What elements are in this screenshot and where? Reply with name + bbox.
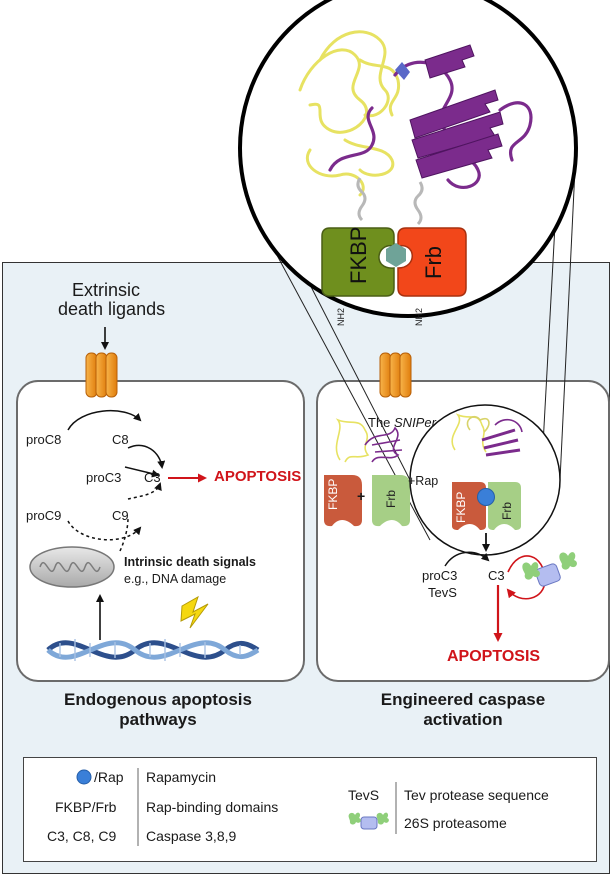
endogenous-caption: Endogenous apoptosis pathways (22, 690, 294, 730)
legend-fkbp-key: FKBP/Frb (55, 799, 117, 815)
proc8-label: proC8 (26, 432, 62, 447)
sniper-label: The SNIPer (368, 415, 436, 430)
c9-to-c3-arrow (127, 482, 162, 500)
intrinsic-signals-title: Intrinsic death signals (124, 555, 256, 569)
rapamycin-bound-icon (477, 488, 495, 506)
dna-helix-icon (46, 639, 260, 661)
endogenous-caption-line2: pathways (119, 710, 197, 729)
legend-caspase-key: C3, C8, C9 (47, 828, 117, 844)
engineered-caption-line2: activation (423, 710, 503, 729)
frb-domain-large (397, 227, 467, 297)
engineered-caption: Engineered caspase activation (318, 690, 608, 730)
mitochondrion-icon (29, 546, 115, 588)
extrinsic-label-line2: death ligands (58, 299, 166, 319)
endogenous-caption-line1: Endogenous apoptosis (64, 690, 252, 709)
legend-caspase-value: Caspase 3,8,9 (146, 828, 237, 844)
apoptosis-label-right: APOPTOSIS (447, 648, 541, 665)
rap-label: +Rap (408, 474, 439, 488)
c8-label: C8 (112, 432, 129, 447)
frb-domain-bound (488, 482, 521, 530)
linker-right (413, 181, 424, 226)
fkbp-domain-bound (452, 482, 486, 530)
apoptosis-label-left: APOPTOSIS (214, 468, 302, 485)
legend-proteasome-value: 26S proteasome (404, 815, 507, 831)
mito-to-c9-dashed (119, 517, 129, 552)
c9-label: C9 (112, 508, 129, 523)
proc3-label: proC3 (86, 470, 122, 485)
legend (23, 757, 597, 862)
proc3-label-right: proC3 (422, 568, 458, 583)
frb-label-bound: Frb (500, 502, 514, 520)
lightning-icon (180, 595, 209, 629)
protein-ribbon-structure (298, 30, 533, 197)
tevs-label: TevS (428, 585, 457, 600)
fkbp-label-large: FKBP (346, 226, 371, 284)
linker-left (356, 177, 367, 222)
bound-ribbon-icon (451, 413, 523, 457)
legend-tevs-key: TevS (348, 787, 380, 803)
c3-label: C3 (144, 470, 161, 485)
receptor-right (379, 352, 412, 398)
intrinsic-signals-subtitle: e.g., DNA damage (124, 572, 227, 586)
legend-rap-key: /Rap (94, 769, 124, 785)
fkbp-domain-large (321, 227, 395, 297)
proc9-to-c9-arrow (67, 520, 142, 541)
proteasome-icon (522, 552, 577, 587)
receptor-left (85, 352, 118, 398)
extrinsic-label-line1: Extrinsic (71, 280, 140, 300)
sniper-ribbon-icon (335, 418, 403, 463)
legend-rap-value: Rapamycin (146, 769, 217, 785)
c3-label-right: C3 (488, 568, 505, 583)
fkbp-label-bound: FKBP (454, 491, 468, 523)
frb-domain-unbound (372, 475, 410, 527)
extrinsic-label: Extrinsic death ligands (58, 280, 166, 319)
plus-sign: + (357, 488, 366, 504)
c8-to-c3-arrow (127, 444, 166, 469)
endogenous-panel (16, 380, 305, 682)
legend-fkbp-value: Rap-binding domains (146, 799, 279, 815)
rapamycin-large-icon (386, 243, 406, 267)
proc3-cleavage-arrow (444, 551, 490, 567)
engineered-caption-line1: Engineered caspase (380, 690, 546, 709)
nh2-label-right: NH2 (414, 307, 424, 326)
fkbp-label-unbound: FKBP (326, 478, 340, 510)
fkbp-domain-unbound (324, 475, 362, 527)
proc3-to-c3-arrow (124, 466, 160, 478)
proc8-to-c8-arrow (67, 409, 142, 431)
sniper-label-prefix: The (368, 415, 395, 430)
legend-tevs-value: Tev protease sequence (404, 787, 549, 803)
proc9-label: proC9 (26, 508, 62, 523)
nh2-label-left: NH2 (336, 307, 346, 326)
sniper-label-name: SNIPer (394, 415, 436, 430)
frb-label-unbound: Frb (384, 490, 398, 508)
frb-label-large: Frb (421, 246, 446, 279)
